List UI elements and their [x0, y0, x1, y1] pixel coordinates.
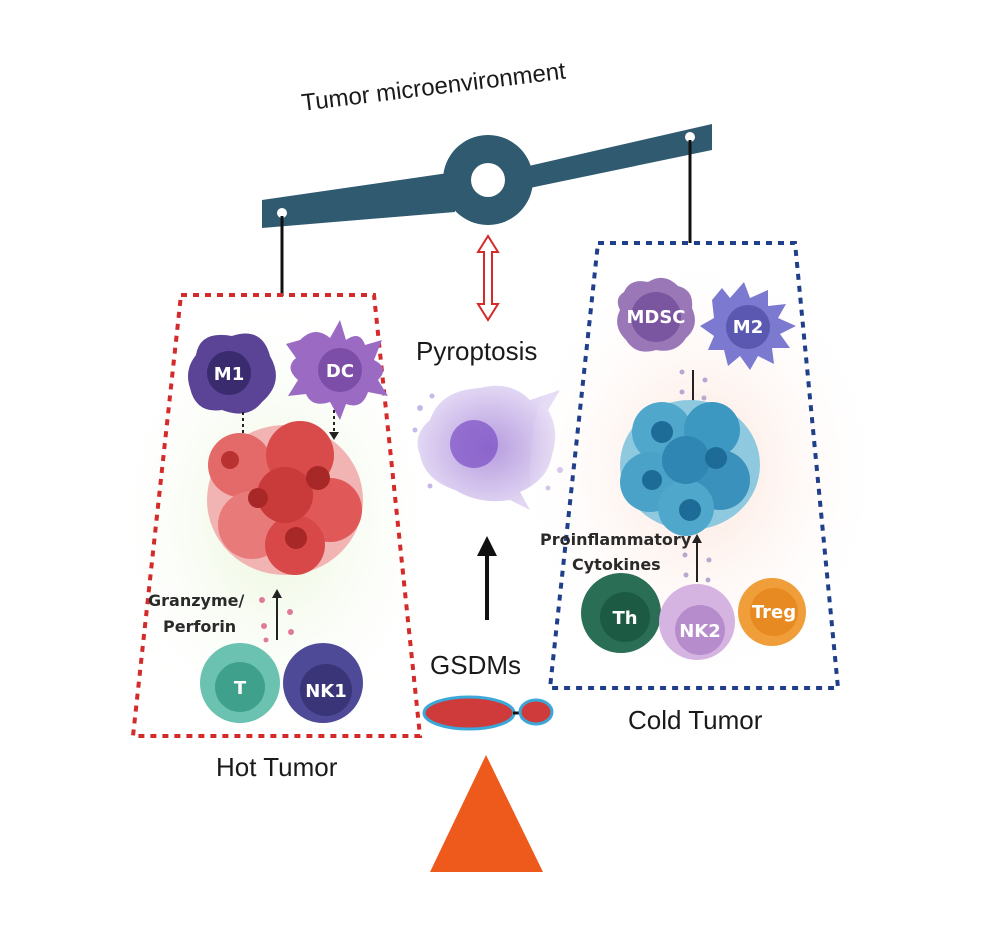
cold-tumor-mass — [620, 400, 760, 536]
nk1-label: NK1 — [305, 681, 347, 702]
perforin-dots — [259, 597, 294, 643]
fulcrum — [430, 755, 543, 872]
cold-tumor-label: Cold Tumor — [628, 705, 763, 735]
beam-right-arm — [520, 124, 712, 190]
treg-cell: Treg — [738, 578, 806, 646]
double-arrow — [476, 234, 500, 322]
th-cell: Th — [581, 573, 661, 653]
hot-border — [130, 293, 423, 738]
beam-left-hook — [277, 208, 287, 218]
proinflammatory-label: Proinflammatory — [540, 530, 692, 549]
nk2-cell: NK2 — [659, 584, 735, 660]
th-label: Th — [612, 608, 637, 629]
dendritic-cell: DC — [286, 320, 388, 420]
hot-tumor-panel: M1 DC Granzyme/ Perforin — [115, 293, 435, 738]
nk2-label: NK2 — [679, 621, 721, 642]
m1-label: M1 — [214, 364, 244, 385]
balance-beam — [262, 124, 712, 296]
m2-cell: M2 — [700, 282, 796, 370]
pyroptosis-label: Pyroptosis — [416, 336, 538, 366]
hot-tumor-label: Hot Tumor — [216, 752, 338, 782]
cytokines-label: Cytokines — [572, 555, 661, 574]
cold-tumor-panel: MDSC M2 Proinflammatory — [530, 241, 870, 690]
beam-left-arm — [262, 172, 455, 228]
mdsc-label: MDSC — [626, 307, 685, 328]
t-cell: T — [200, 643, 280, 723]
gsdms-label: GSDMs — [430, 650, 521, 680]
m2-label: M2 — [733, 317, 763, 338]
beam-right-hook — [685, 132, 695, 142]
treg-label: Treg — [752, 602, 796, 623]
granzyme-label: Granzyme/ — [148, 591, 244, 610]
gsdm-protein — [422, 695, 554, 731]
dc-label: DC — [326, 361, 354, 382]
perforin-label: Perforin — [163, 617, 236, 636]
pyroptotic-cell — [412, 385, 563, 510]
hot-tumor-mass — [207, 421, 363, 575]
beam-pivot-hole — [471, 163, 505, 197]
t-label: T — [234, 678, 247, 699]
mdsc-cell: MDSC — [617, 277, 695, 352]
nk1-cell: NK1 — [283, 643, 363, 723]
m1-macrophage: M1 — [188, 333, 276, 414]
cold-border — [547, 241, 841, 690]
gsdm-up-arrow — [477, 536, 497, 620]
